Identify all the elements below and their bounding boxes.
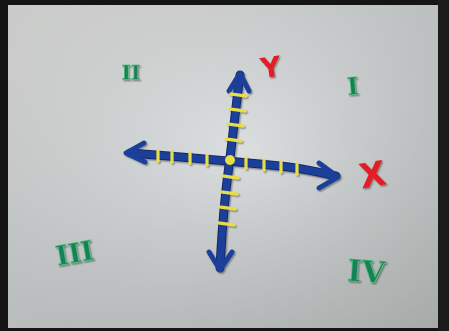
paper-texture	[8, 5, 439, 328]
right-edge-shadow	[438, 0, 449, 331]
